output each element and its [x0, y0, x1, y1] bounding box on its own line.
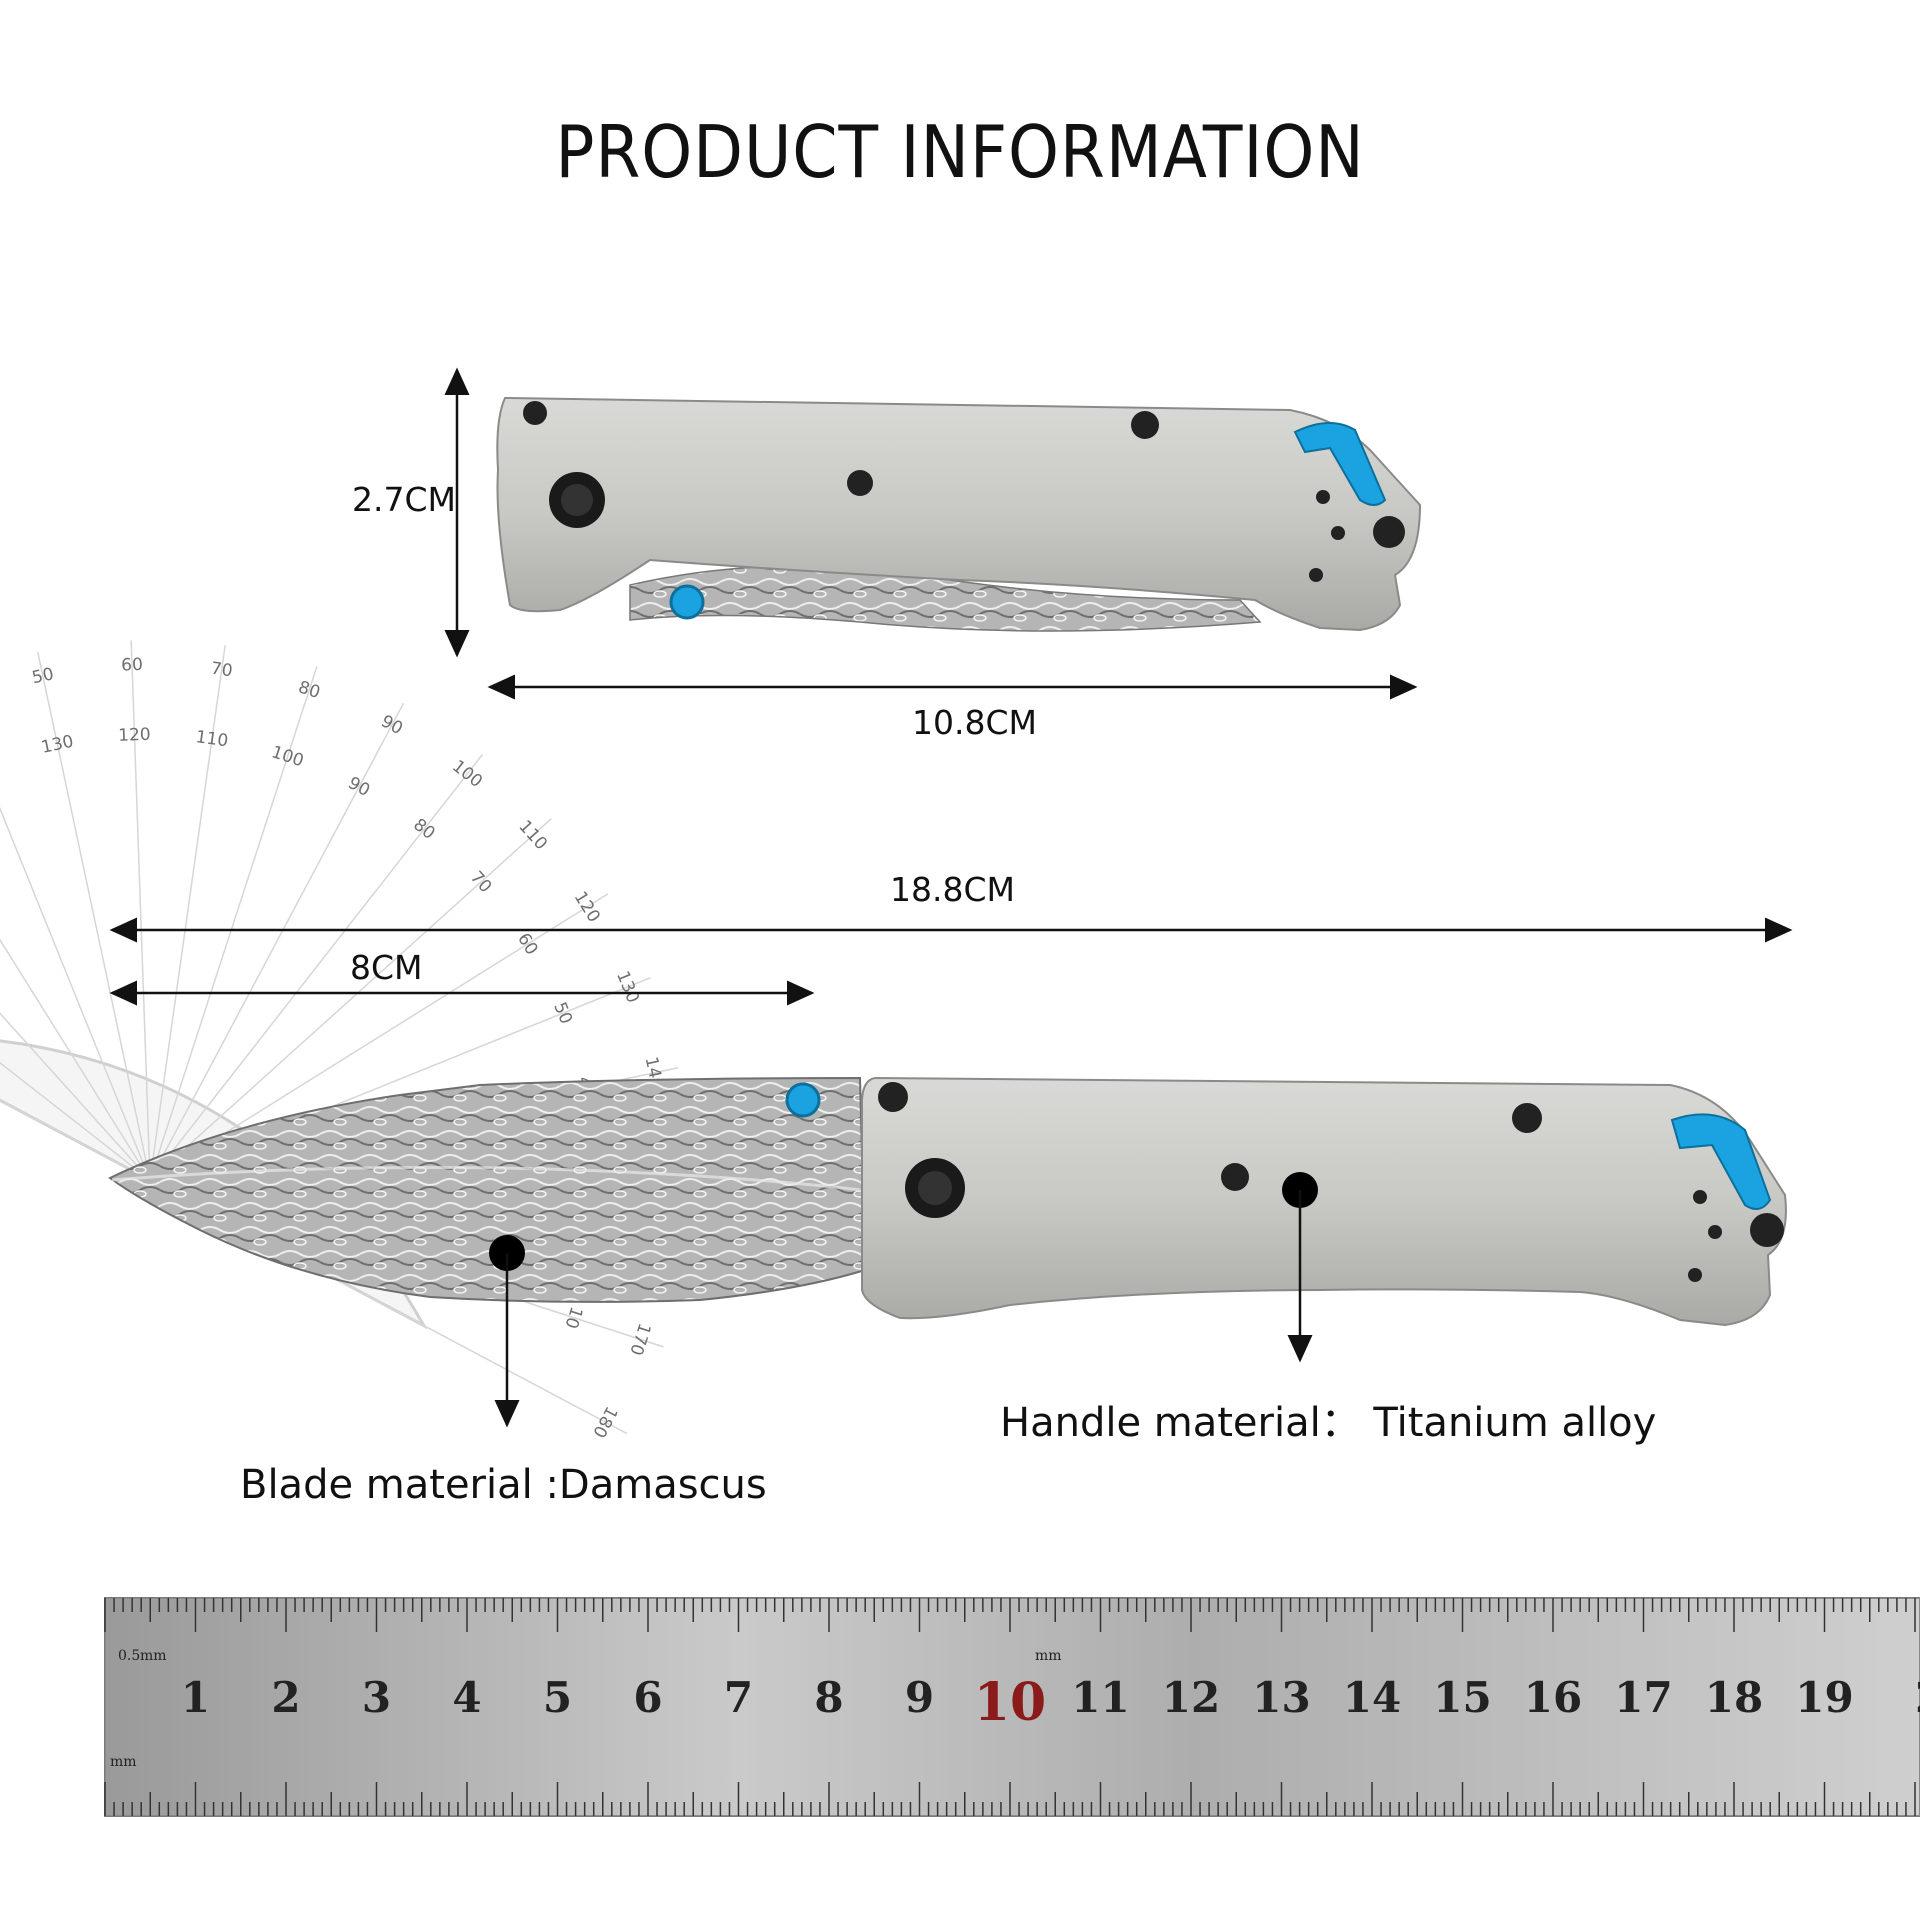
- ruler-number: 17: [1614, 1673, 1672, 1722]
- protractor-label: 80: [296, 677, 323, 703]
- ruler-number: 6: [633, 1673, 662, 1722]
- protractor-label: 80: [409, 815, 438, 844]
- closed-handle: [496, 396, 1422, 632]
- open-blade: [108, 1076, 867, 1303]
- ruler-number: 2: [1915, 1673, 1920, 1722]
- protractor-label: 110: [514, 817, 551, 855]
- ruler-number: 8: [814, 1673, 843, 1722]
- protractor-ray: [0, 806, 151, 1181]
- protractor-label: 170: [625, 1321, 654, 1358]
- protractor-ray: [149, 754, 484, 1181]
- protractor-ray: [36, 651, 151, 1181]
- closed-knife-image: [496, 396, 1422, 632]
- height-label: 2.7CM: [352, 480, 456, 519]
- ruler-number: 11: [1071, 1673, 1129, 1722]
- ruler-number: 14: [1343, 1673, 1401, 1722]
- ruler-number: 2: [271, 1673, 300, 1722]
- ruler-unit-mid: mm: [1035, 1648, 1062, 1664]
- ruler-number: 9: [905, 1673, 934, 1722]
- blade-length-label: 8CM: [350, 948, 423, 987]
- protractor-ray: [130, 640, 151, 1181]
- closed-length-label: 10.8CM: [912, 703, 1037, 742]
- protractor-ray: [149, 645, 226, 1181]
- ruler-number: 3: [362, 1673, 391, 1722]
- protractor-label: 120: [118, 725, 151, 746]
- ruler-number: 19: [1795, 1673, 1853, 1722]
- handle-material-label: Handle material： Titanium alloy: [1000, 1400, 1657, 1446]
- protractor-label: 130: [40, 732, 76, 758]
- ruler-number: 15: [1433, 1673, 1491, 1722]
- protractor-label: 50: [549, 1000, 576, 1028]
- ruler-unit-bottom: mm: [110, 1754, 137, 1770]
- page-title: PRODUCT INFORMATION: [555, 110, 1365, 194]
- protractor-label: 50: [30, 664, 55, 688]
- ruler-number: 7: [724, 1673, 753, 1722]
- open-length-label: 18.8CM: [890, 870, 1015, 909]
- protractor-label: 10: [560, 1304, 586, 1331]
- ruler-number: 12: [1162, 1673, 1220, 1722]
- protractor-label: 60: [513, 930, 541, 959]
- protractor-label: 90: [345, 773, 373, 801]
- protractor-label: 60: [121, 655, 143, 676]
- protractor-label: 180: [588, 1403, 621, 1441]
- protractor-ray: [0, 1061, 151, 1181]
- ruler-number: 13: [1252, 1673, 1310, 1722]
- protractor-label: 70: [210, 659, 234, 682]
- ruler-number: 16: [1524, 1673, 1582, 1722]
- protractor-ray: [149, 666, 318, 1181]
- protractor-label: 130: [612, 968, 643, 1006]
- thumb-stud: [669, 584, 705, 620]
- open-handle: [861, 1076, 1787, 1327]
- ruler-number: 4: [452, 1673, 481, 1722]
- ruler-number: 1: [181, 1673, 210, 1722]
- open-knife-image: [108, 1076, 1787, 1327]
- protractor-label: 100: [269, 742, 306, 771]
- protractor-label: 140: [0, 752, 2, 783]
- thumb-stud: [785, 1082, 821, 1118]
- ruler-unit-top: mm: [140, 1648, 167, 1664]
- ruler-number: 10: [974, 1672, 1046, 1733]
- blade-material-label: Blade material :Damascus: [240, 1462, 767, 1508]
- protractor-label: 120: [570, 888, 604, 926]
- axis-lock: [1670, 1113, 1772, 1210]
- protractor-label: 70: [466, 868, 495, 897]
- protractor-image: 4050607080901001101201301401501601701801…: [0, 640, 690, 1441]
- ruler-scale-note: 0.5: [118, 1648, 140, 1664]
- protractor-label: 90: [378, 711, 406, 739]
- protractor-label: 100: [448, 756, 486, 792]
- axis-lock: [1293, 421, 1387, 506]
- ruler-number: 18: [1705, 1673, 1763, 1722]
- protractor-label: 110: [194, 727, 229, 751]
- protractor-ray: [0, 938, 151, 1181]
- ruler-number: 5: [543, 1673, 572, 1722]
- protractor-ray: [0, 1099, 151, 1181]
- protractor-ray: [0, 1012, 151, 1181]
